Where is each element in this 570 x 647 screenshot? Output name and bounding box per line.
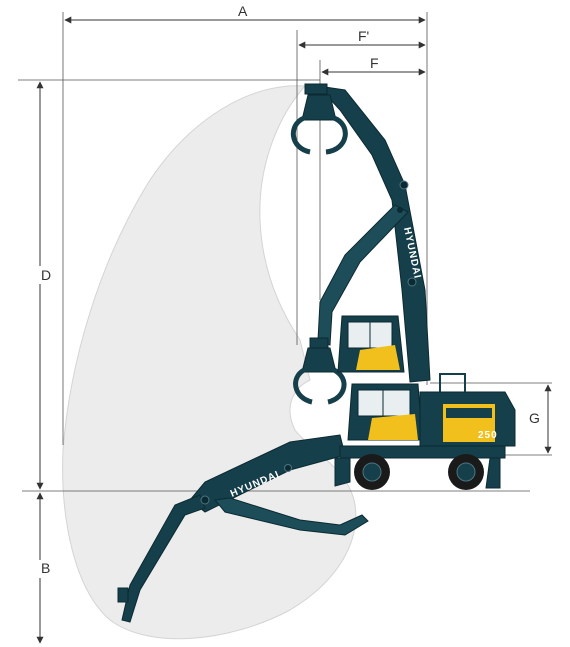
undercarriage <box>334 445 506 490</box>
dimension-f-label: F <box>370 55 379 71</box>
dimension-b-label: B <box>41 560 50 576</box>
dimension-a-label: A <box>238 3 248 19</box>
upper-structure: 250 <box>347 373 516 447</box>
lower-grapple <box>293 337 347 405</box>
reach-envelope <box>62 85 357 640</box>
dimension-d-label: D <box>41 267 51 283</box>
model-badge: 250 <box>478 430 498 441</box>
dimension-g-label: G <box>529 410 540 426</box>
upper-grapple <box>291 83 348 155</box>
elevated-cab <box>337 315 405 373</box>
dimension-f-prime-label: F' <box>358 28 369 44</box>
